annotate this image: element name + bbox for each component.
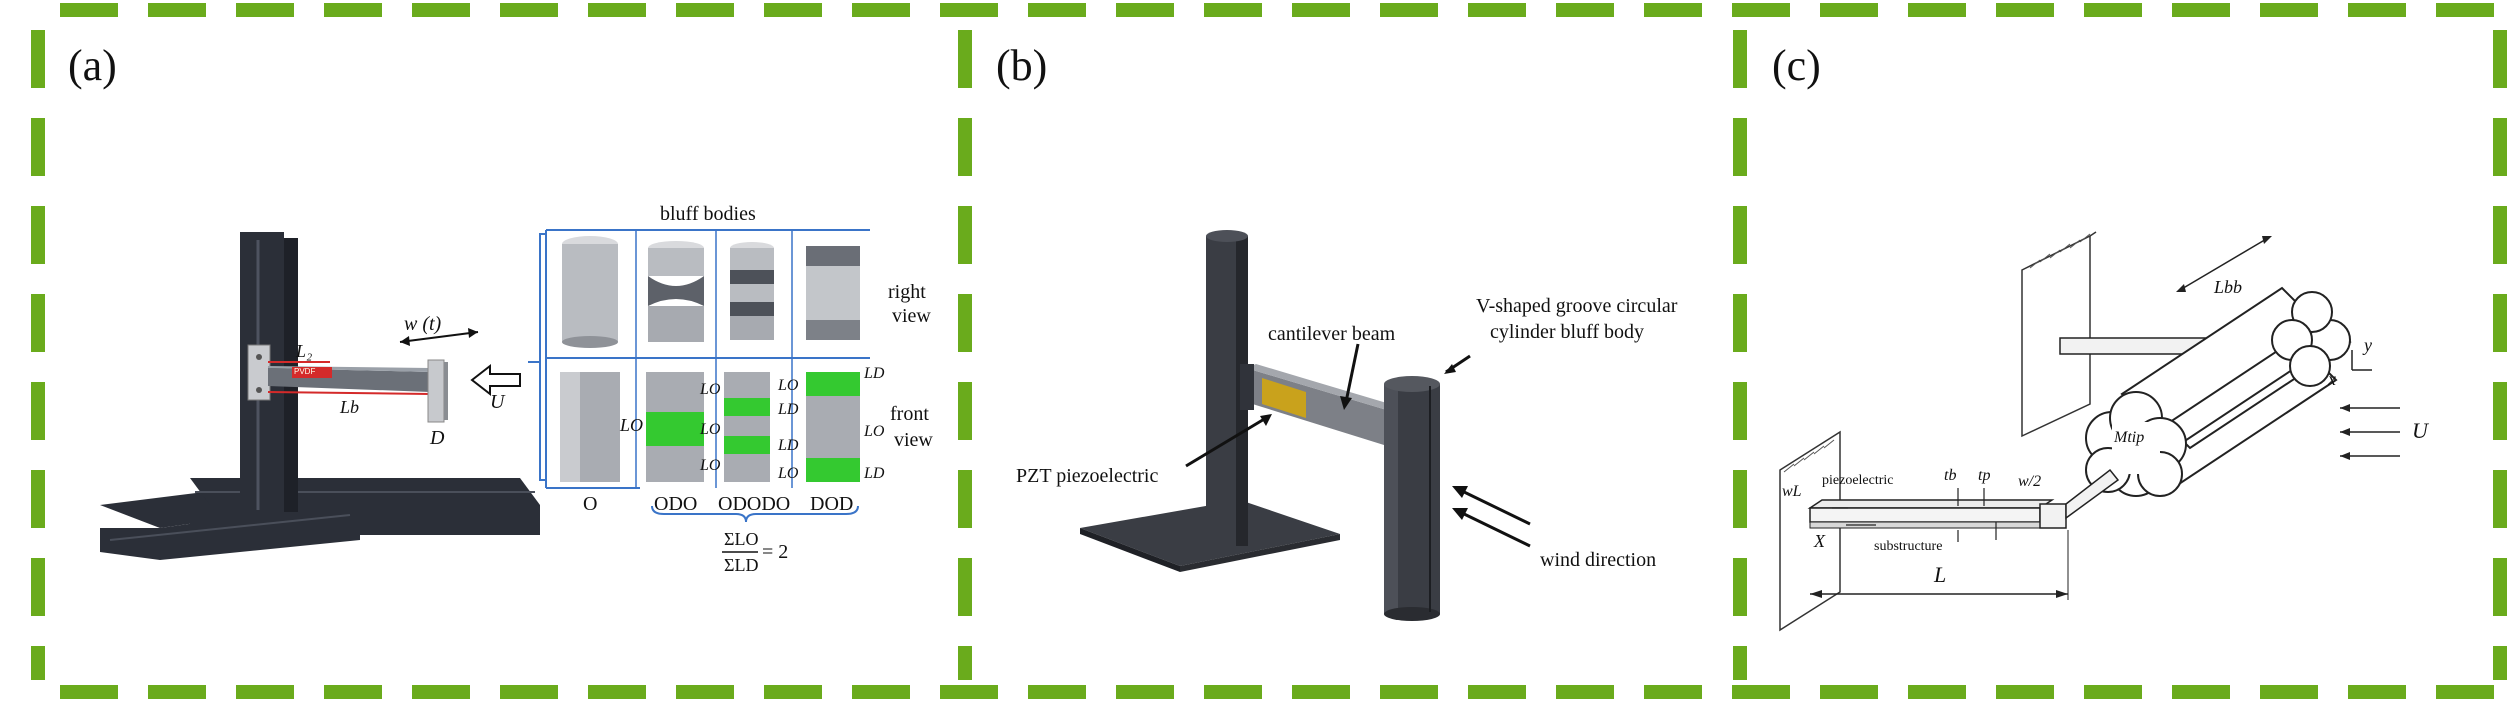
panel-b-label: (b) (996, 41, 1048, 90)
big-x-label: X (1814, 531, 1825, 551)
lower-beam (1807, 468, 2120, 529)
d-label: D (430, 427, 445, 449)
tb-label: tb (1944, 467, 1957, 484)
dod-ld-2: LD (864, 465, 885, 482)
ododo-ld-2: LD (778, 437, 799, 454)
pzt-label: PZT piezoelectric (1016, 465, 1159, 487)
lb-label: Lb (340, 397, 360, 417)
panel-a-label: (a) (68, 41, 117, 90)
front-view-bodies (560, 372, 860, 482)
piezoelectric-label: piezoelectric (1822, 473, 1894, 488)
vshape-label-1: V-shaped groove circular (1476, 295, 1678, 317)
u-label-c: U (2412, 418, 2428, 443)
ododo-lo-2: LO (778, 465, 799, 482)
right-view-label-1: right (888, 281, 926, 303)
ododo-ld-1: LD (778, 401, 799, 418)
ratio-denominator: ΣLD (724, 555, 759, 575)
substructure-label: substructure (1874, 539, 1943, 554)
odo-lo-2: LO (700, 421, 721, 438)
lbb-label: Lbb (2214, 277, 2243, 297)
right-view-label-2: view (892, 305, 931, 327)
dod-ld-1: LD (864, 365, 885, 382)
pvdf-label: PVDF (294, 367, 316, 376)
wl-label: wL (1782, 483, 1802, 500)
front-view-label-1: front (890, 403, 929, 425)
type-ododo-label: ODODO (718, 493, 791, 515)
y-label: y (2364, 335, 2372, 355)
front-view-label-2: view (894, 429, 933, 451)
wind-direction-label: wind direction (1540, 549, 1657, 571)
type-odo-label: ODO (654, 493, 698, 515)
odo-lo-3: LO (700, 457, 721, 474)
l-label-c: L (1934, 562, 1947, 587)
l2-label: L₂ (296, 341, 313, 361)
panel-c-label: (c) (1772, 41, 1821, 90)
cantilever-beam-label: cantilever beam (1268, 323, 1396, 345)
o-lo-label: LO (620, 415, 644, 435)
odo-lo-1: LO (700, 381, 721, 398)
mtip-label: Mtip (2114, 429, 2145, 446)
ratio-numerator: ΣLO (724, 529, 759, 549)
ododo-lo-1: LO (778, 377, 799, 394)
u-label-a: U (490, 391, 505, 413)
tp-label: tp (1978, 467, 1991, 484)
pzt-patch (1262, 378, 1306, 418)
w-t-label: w (t) (404, 313, 442, 335)
w-half-label: w/2 (2018, 473, 2042, 490)
vshape-bluff-body (1384, 376, 1440, 621)
dod-lo: LO (864, 423, 885, 440)
bluff-body-table (545, 229, 870, 489)
type-o-label: O (583, 493, 598, 515)
right-view-bodies (562, 236, 860, 348)
vshape-label-2: cylinder bluff body (1490, 321, 1645, 343)
bluff-bodies-heading: bluff bodies (660, 203, 756, 225)
ratio-value: = 2 (762, 541, 789, 563)
type-dod-label: DOD (810, 493, 854, 515)
x-label: x (2328, 369, 2336, 389)
